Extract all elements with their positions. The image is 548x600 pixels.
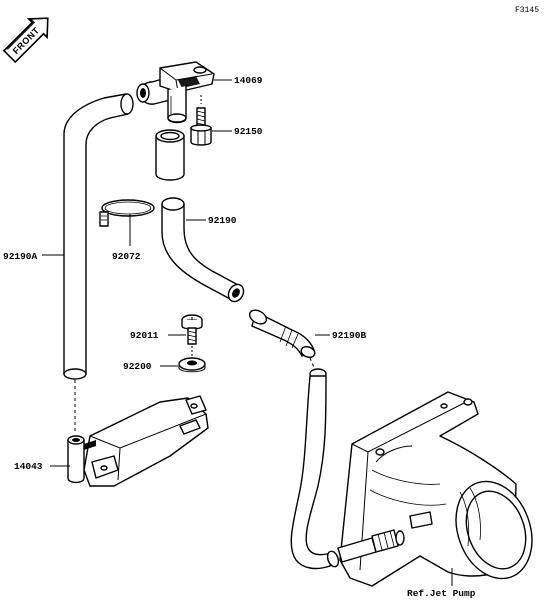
part-label-92190A: 92190A: [3, 251, 38, 262]
screw-92011: [181, 314, 203, 345]
figure-code: F3145: [515, 6, 539, 15]
clamp-92072: [99, 199, 155, 227]
bolt-92150: [190, 95, 212, 146]
washer-92200: [178, 346, 206, 373]
front-direction-arrow: FRONT: [2, 17, 49, 64]
part-label-14069: 14069: [234, 75, 263, 86]
part-label-92200: 92200: [123, 361, 152, 372]
part-label-92072: 92072: [112, 251, 141, 262]
hose-92190B: [248, 309, 340, 570]
elbow-fitting-14069: [136, 61, 215, 124]
part-label-92011: 92011: [130, 330, 159, 341]
jet-pump: [337, 391, 533, 587]
jet-pump-reference-label: Ref.Jet Pump: [407, 588, 476, 599]
short-hose-sleeve: [155, 129, 185, 181]
part-label-14043: 14043: [14, 461, 43, 472]
hose-92190: [161, 197, 245, 303]
part-label-92190: 92190: [208, 215, 237, 226]
hose-92190A: [63, 93, 134, 432]
bracket-14043: [67, 395, 209, 487]
part-label-92190B: 92190B: [332, 330, 367, 341]
part-label-92150: 92150: [234, 126, 263, 137]
